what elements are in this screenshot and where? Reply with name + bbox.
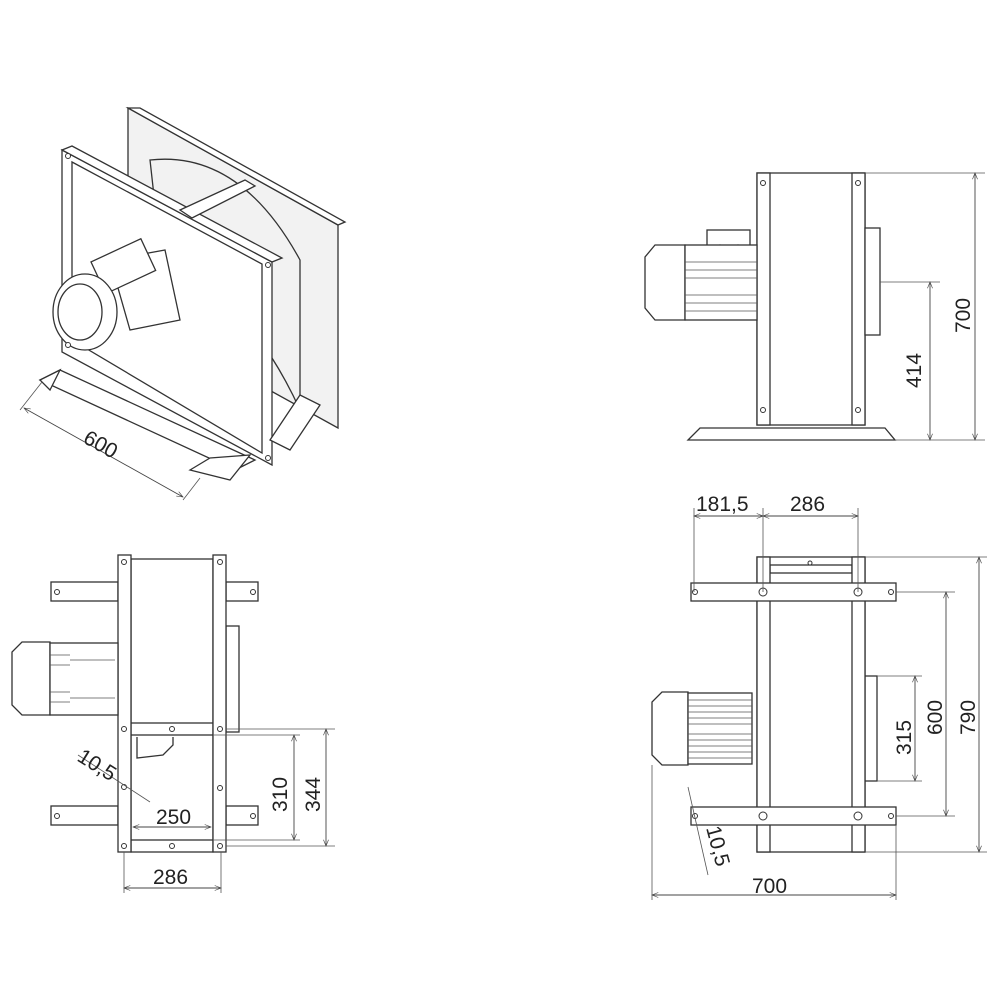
dim-hole-top: 10,5 [73, 745, 120, 786]
front-view: 181,5 286 315 600 790 700 10,5 [651, 493, 987, 900]
dim-700-front: 700 [752, 875, 787, 898]
dim-790: 790 [957, 700, 980, 735]
dim-286-top: 286 [153, 866, 188, 889]
isometric-view: 600 [19, 106, 347, 501]
dim-310: 310 [269, 777, 292, 812]
dim-side-height: 700 [952, 298, 975, 333]
dim-iso-width: 600 [80, 426, 122, 463]
dim-600: 600 [924, 700, 947, 735]
dim-250: 250 [156, 806, 191, 829]
top-view: 310 344 250 286 10,5 [11, 554, 335, 893]
dim-315: 315 [893, 720, 916, 755]
dim-181-5: 181,5 [696, 493, 749, 516]
side-view: 414 700 [644, 172, 985, 441]
dim-hole-front: 10,5 [701, 823, 734, 868]
dim-344: 344 [302, 777, 325, 812]
dim-outlet-height: 414 [903, 353, 926, 388]
dim-286-front: 286 [790, 493, 825, 516]
